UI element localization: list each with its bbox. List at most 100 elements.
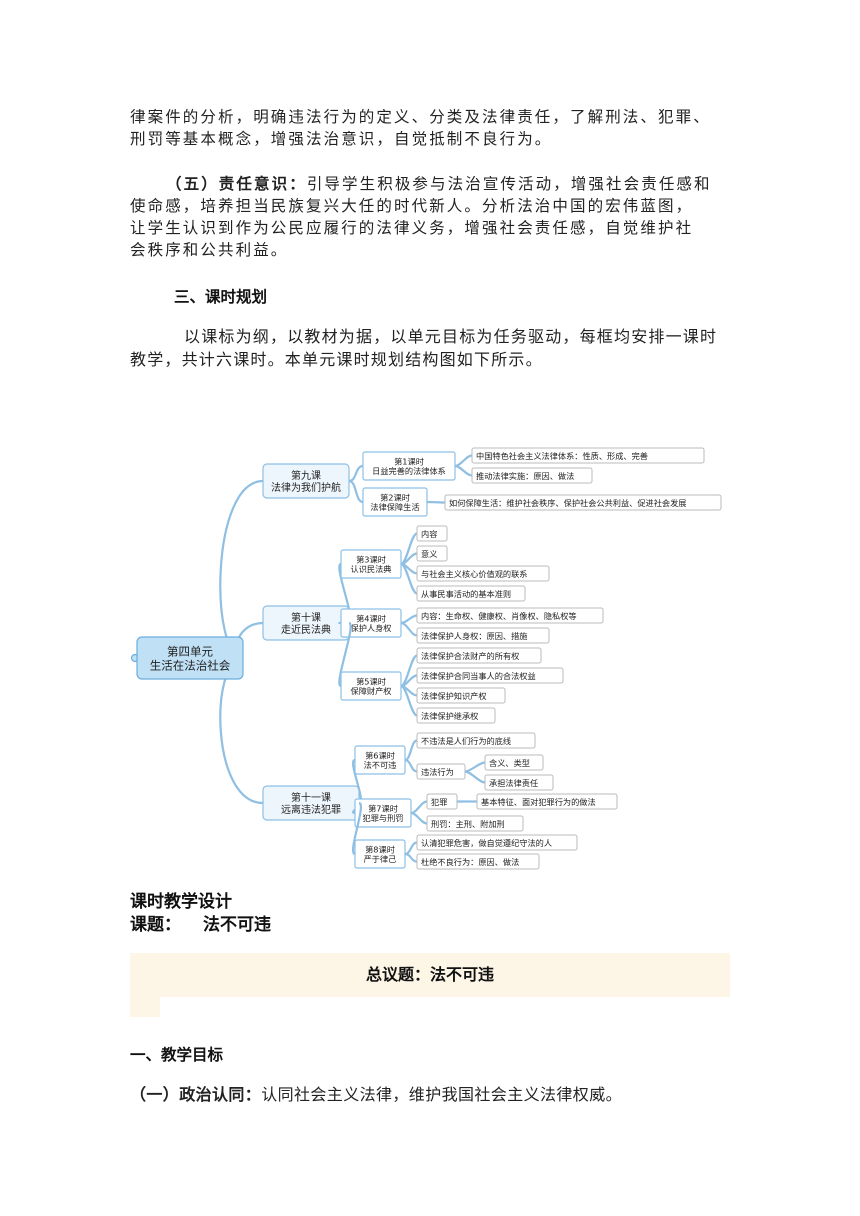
period-1-1-label-1: 第4课时 (356, 613, 386, 623)
general-topic-band: 总议题：法不可违 (130, 953, 730, 997)
subleaf-2-0-0-label: 含义、类型 (489, 758, 530, 768)
lesson-10-label-1: 第十课 (291, 611, 321, 624)
connector-line (404, 841, 418, 856)
leaf-2-2-1-box (416, 853, 540, 870)
period-1-2-label-1: 第5课时 (356, 676, 386, 686)
period-2-1-label-1: 第7课时 (368, 803, 398, 813)
connector-line (400, 684, 418, 717)
intro-line-1: 律案件的分析，明确违法行为的定义、分类及法律责任，了解刑法、犯罪、 (130, 108, 711, 126)
connector-line (400, 614, 418, 625)
leaf-2-2-0-label: 认清犯罪危害，做自觉遵纪守法的人 (421, 838, 552, 848)
lesson-9-label-2: 法律为我们护航 (271, 481, 341, 494)
leaf-2-2-0-box (416, 834, 578, 851)
leaf-0-1-0-box (444, 494, 722, 511)
leaf-0-0-0-box (471, 447, 705, 464)
objective-1: （一）政治认同：认同社会主义法律，维护我国社会主义法律权威。 (130, 1083, 730, 1107)
topic-line: 课题： 法不可违 (130, 910, 271, 935)
leaf-1-0-1-box (416, 545, 448, 562)
leaf-1-2-0-box (416, 647, 542, 664)
period-1-2-label-2: 保障财产权 (351, 686, 392, 696)
leaf-0-0-1-label: 推动法律实施：原因、做法 (476, 471, 574, 481)
period-0-0-label-1: 第1课时 (394, 456, 424, 466)
responsibility-text-1: 引导学生积极参与法治宣传活动，增强社会责任感和 (306, 175, 712, 193)
leaf-1-2-1-box (416, 667, 564, 684)
topic-band-stub (130, 997, 160, 1017)
lesson-10-label-2: 走近民法典 (281, 623, 331, 636)
period-0-0-label-2: 日益完善的法律体系 (372, 466, 446, 476)
leaf-2-0-0-box (416, 732, 536, 749)
leaf-2-0-0-label: 不违法是人们行为的底线 (421, 736, 511, 746)
connector-line (404, 758, 418, 773)
connector-line (400, 562, 418, 595)
connector-line (404, 852, 418, 863)
responsibility-line-3: 让学生认识到作为公民应履行的法律义务，增强社会责任感，自觉维护社 (130, 219, 694, 237)
objective-1-text: 认同社会主义法律，维护我国社会主义法律权威。 (261, 1085, 623, 1104)
connector-line (454, 454, 473, 468)
intro-line-2: 刑罚等基本概念，增强法治意识，自觉抵制不良行为。 (130, 130, 553, 148)
connector-line (400, 674, 418, 688)
unit-root-box (136, 636, 244, 680)
topic-value: 法不可违 (203, 915, 271, 935)
leaf-1-2-2-box (416, 687, 506, 704)
leaf-1-1-0-label: 内容：生命权、健康权、肖像权、隐私权等 (421, 611, 577, 621)
connector-line (404, 739, 418, 762)
connector-line (464, 770, 486, 784)
connector-line (400, 552, 418, 566)
leaf-1-0-3-box (416, 585, 526, 602)
leaf-1-0-0-box (416, 525, 448, 542)
connector-line (348, 464, 364, 483)
responsibility-label: （五）责任意识： (166, 175, 307, 193)
subleaf-2-0-1-label: 承担法律责任 (489, 778, 538, 788)
lesson-11-label-1: 第十一课 (291, 791, 331, 804)
subleaf-2-1-0-label: 基本特征、面对犯罪行为的做法 (481, 797, 596, 807)
connector-line (464, 761, 486, 773)
period-1-0-label-2: 认识民法典 (351, 564, 392, 574)
section3-line-1: 以课标为纲，以教材为据，以单元目标为任务驱动，每框均安排一课时 (184, 327, 718, 346)
period-0-1-label-2: 法律保障生活 (370, 502, 419, 512)
lesson-11-label-2: 远离违法犯罪 (281, 803, 341, 816)
connector-line (219, 656, 264, 805)
period-2-2-label-1: 第8课时 (365, 844, 395, 854)
leaf-1-0-0-label: 内容 (421, 529, 437, 539)
period-2-0-label-1: 第6课时 (365, 750, 395, 760)
period-2-0-label-2: 法不可违 (364, 760, 397, 770)
connector-line (400, 621, 418, 637)
leaf-0-0-1-box (471, 467, 593, 484)
subleaf-2-1-0-box (476, 793, 618, 810)
section3-heading: 三、课时规划 (174, 288, 268, 306)
leaf-1-2-1-label: 法律保护合同当事人的合法权益 (421, 671, 536, 681)
topic-label: 课题： (130, 915, 181, 935)
leaf-1-0-1-label: 意义 (421, 549, 437, 559)
leaf-2-1-1-label: 刑罚：主刑、附加刑 (431, 819, 505, 829)
connector-line (426, 500, 446, 504)
section3-line-2: 教学，共计六课时。本单元课时规划结构图如下所示。 (130, 350, 543, 369)
responsibility-line-1: （五）责任意识：引导学生积极参与法治宣传活动，增强社会责任感和 (130, 173, 730, 196)
connector-line (410, 800, 428, 815)
responsibility-line-2: 使命感，培养担当民族复兴大任的时代新人。分析法治中国的宏伟蓝图， (130, 197, 694, 215)
leaf-2-0-1-label: 违法行为 (421, 767, 454, 777)
leaf-1-2-2-label: 法律保护知识产权 (421, 691, 487, 701)
connector-line (410, 811, 428, 825)
connector-line (454, 464, 473, 477)
objective-1-label: （一）政治认同： (130, 1085, 262, 1104)
period-2-2-label-2: 严于律己 (364, 854, 397, 864)
period-1-1-label-2: 保护人身权 (351, 623, 392, 633)
connector-line (348, 479, 364, 504)
leaf-1-1-0-box (416, 607, 604, 624)
period-2-1-label-2: 犯罪与刑罚 (363, 813, 404, 823)
leaf-1-2-3-box (416, 707, 496, 724)
period-1-0-label-1: 第3课时 (356, 554, 386, 564)
subleaf-2-0-1-box (484, 774, 554, 791)
leaf-1-1-1-label: 法律保护人身权：原因、措施 (421, 631, 527, 641)
unit-root-label-1: 第四单元 (167, 645, 213, 659)
leaf-1-2-0-label: 法律保护合法财产的所有权 (421, 651, 519, 661)
period-0-1-label-1: 第2课时 (380, 492, 410, 502)
connector-line (338, 621, 352, 688)
leaf-2-1-0-label: 犯罪 (431, 797, 447, 807)
connector-line (352, 801, 362, 856)
leaf-0-0-0-label: 中国特色社会主义法律体系：性质、形成、完善 (476, 451, 648, 461)
subleaf-2-0-0-box (484, 754, 544, 771)
leaf-1-2-3-label: 法律保护继承权 (421, 711, 478, 721)
lesson-structure-mindmap: 第九课法律为我们护航第1课时日益完善的法律体系中国特色社会主义法律体系：性质、形… (130, 447, 722, 870)
leaf-1-0-2-label: 与社会主义核心价值观的联系 (421, 569, 527, 579)
